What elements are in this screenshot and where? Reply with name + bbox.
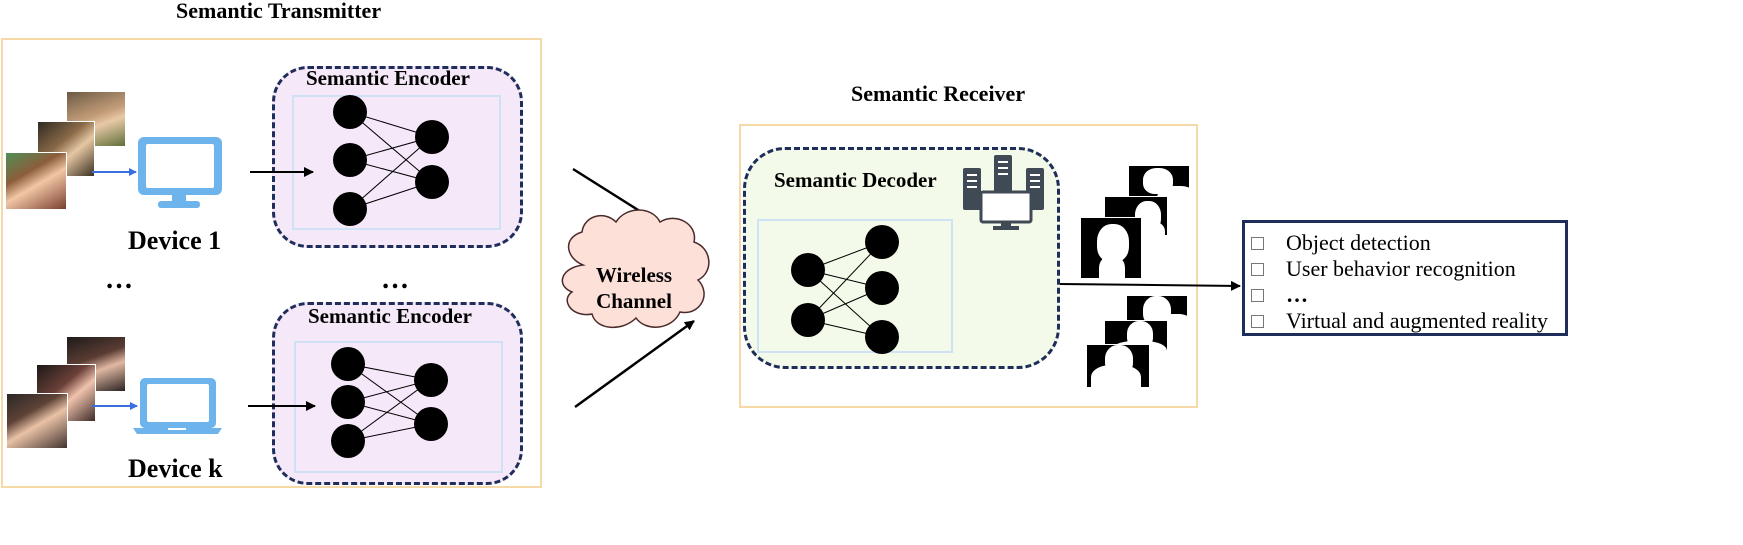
encoder-ellipsis: …	[381, 264, 411, 295]
devicek-label: Device k	[128, 454, 223, 483]
checkbox-icon	[1251, 236, 1264, 250]
decoder-network-area	[757, 219, 953, 353]
encoder-2-label: Semantic Encoder	[308, 304, 472, 328]
monitor-icon	[138, 137, 222, 208]
encoder-1-label: Semantic Encoder	[306, 66, 470, 90]
checkbox-icon	[1251, 314, 1264, 328]
channel-line2: Channel	[596, 289, 672, 313]
device-ellipsis: …	[105, 264, 135, 295]
task-item: Object detection	[1245, 230, 1565, 256]
task-label: …	[1286, 282, 1308, 307]
encoder-2-neural-network	[331, 347, 448, 458]
task-label: Virtual and augmented reality	[1286, 308, 1548, 333]
mask-image	[1080, 217, 1142, 279]
decoder-neural-network	[791, 225, 899, 354]
transmitter-title: Semantic Transmitter	[176, 0, 382, 23]
mask-image	[1086, 344, 1150, 388]
task-label: Object detection	[1286, 230, 1431, 255]
device1-label: Device 1	[128, 226, 222, 255]
task-label: User behavior recognition	[1286, 256, 1516, 281]
laptop-icon	[133, 378, 222, 434]
semantic-encoder-2	[272, 302, 523, 485]
encoder2-to-channel-arrow	[574, 319, 695, 409]
channel-line1: Wireless	[595, 263, 673, 287]
task-item: Virtual and augmented reality	[1245, 308, 1565, 334]
checkbox-icon	[1251, 288, 1264, 302]
decoder-label: Semantic Decoder	[774, 168, 937, 192]
photo-image	[5, 152, 67, 210]
server-rack-icon	[963, 155, 1044, 230]
receiver-frame	[739, 124, 1198, 408]
wireless-channel-label: Wireless Channel	[574, 262, 694, 314]
encoder-1-neural-network	[333, 95, 449, 226]
photo-image	[6, 393, 68, 449]
receiver-title: Semantic Receiver	[851, 81, 1026, 106]
checkbox-icon	[1251, 262, 1264, 276]
encoder-1-network-area	[292, 95, 501, 230]
transmitter-frame	[1, 38, 542, 488]
receiver-to-tasks-arrow	[1059, 280, 1241, 291]
task-item: User behavior recognition	[1245, 256, 1565, 282]
task-list: Object detection User behavior recogniti…	[1242, 220, 1568, 336]
task-item: …	[1245, 282, 1565, 308]
wireless-cloud-icon	[561, 209, 710, 328]
